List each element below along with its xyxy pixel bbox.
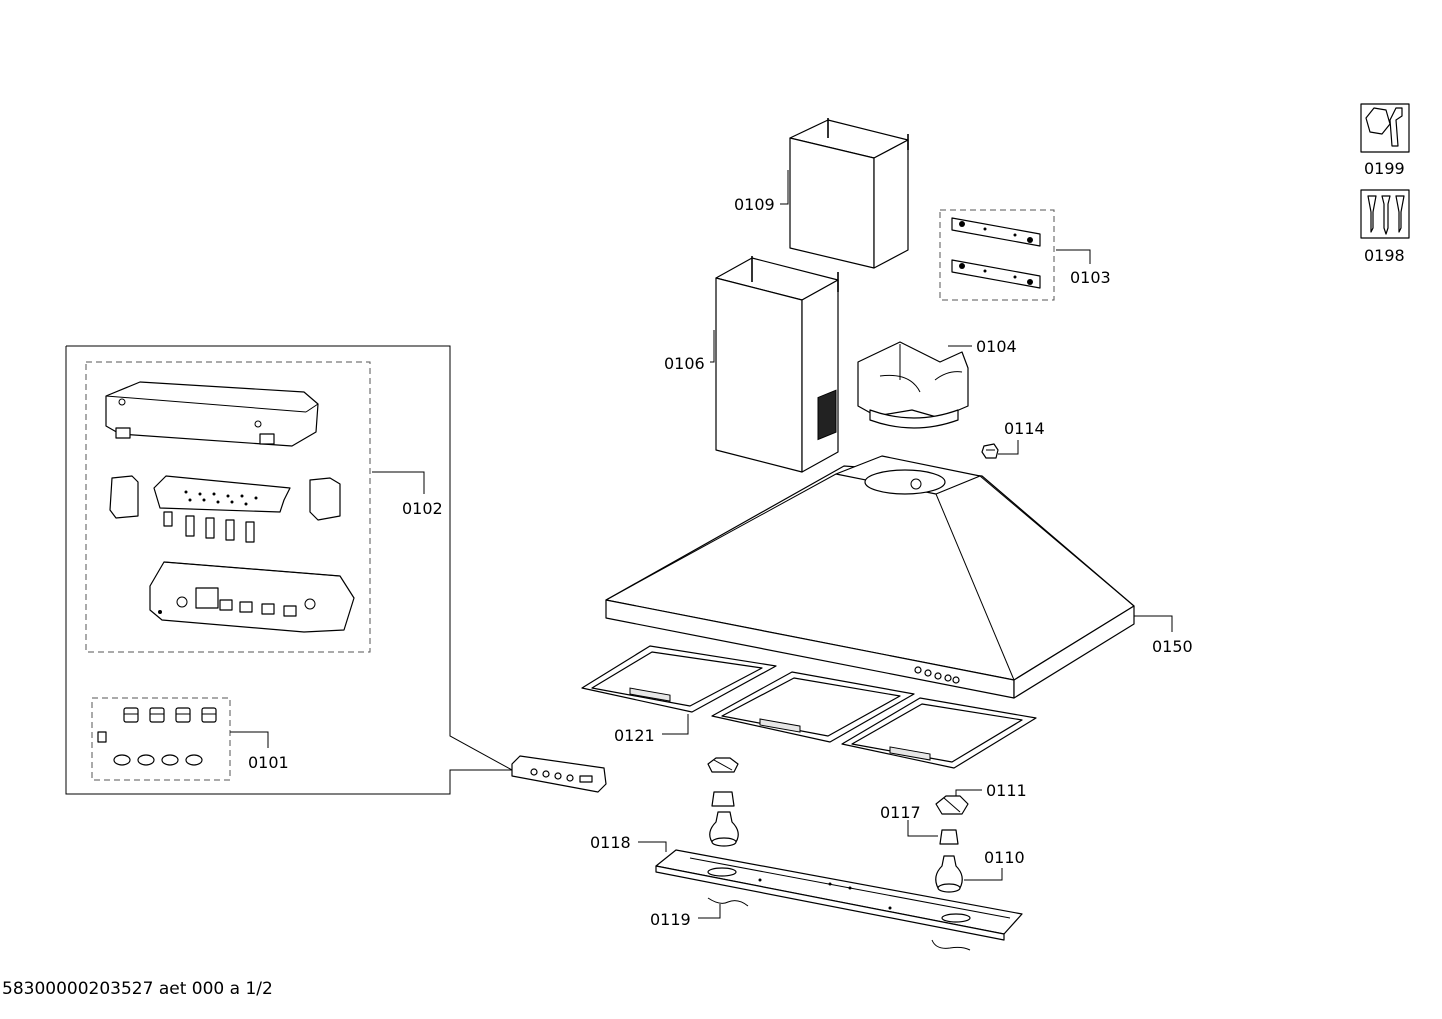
label-0199: 0199: [1364, 159, 1405, 178]
label-0117: 0117: [880, 803, 921, 822]
part-0106-lower-chimney[interactable]: [715, 256, 839, 473]
part-0117-lamp-socket-left[interactable]: [711, 791, 735, 807]
label-0101: 0101: [248, 753, 289, 772]
label-0150: 0150: [1152, 637, 1193, 656]
leader-0150: [1134, 615, 1173, 632]
document-id-footer: 58300000203527 aet 000 a 1/2: [2, 979, 273, 999]
part-0111-lamp-holder-left[interactable]: [707, 757, 739, 773]
leader-0119: [698, 904, 721, 919]
part-0117-lamp-socket[interactable]: [939, 829, 959, 845]
part-0121-grease-filters[interactable]: [581, 645, 1037, 769]
label-0121: 0121: [614, 726, 655, 745]
part-0101-knob-set[interactable]: [97, 707, 217, 766]
part-0119-cables[interactable]: [707, 897, 971, 951]
leader-0117: [907, 820, 938, 837]
part-0110-halogen-lamp[interactable]: [935, 855, 963, 893]
label-0110: 0110: [984, 848, 1025, 867]
label-0111: 0111: [986, 781, 1027, 800]
label-0106: 0106: [664, 354, 705, 373]
part-0104-air-outlet[interactable]: [857, 341, 969, 429]
part-0110-halogen-lamp-left[interactable]: [709, 811, 739, 847]
label-0198: 0198: [1364, 246, 1405, 265]
control-panel[interactable]: [511, 755, 607, 793]
part-0102-control-module[interactable]: [105, 381, 355, 633]
screws-icon: [1360, 189, 1410, 239]
leader-0114: [998, 440, 1019, 455]
label-0103: 0103: [1070, 268, 1111, 287]
part-0109-upper-chimney[interactable]: [789, 118, 909, 269]
label-0109: 0109: [734, 195, 775, 214]
part-0118-lamp-rail[interactable]: [655, 849, 1023, 941]
label-0119: 0119: [650, 910, 691, 929]
label-0102: 0102: [402, 499, 443, 518]
leader-0103: [1056, 249, 1091, 264]
leader-0110: [964, 868, 1003, 881]
wrench-nut-icon: [1360, 103, 1410, 153]
part-0150-hood-body[interactable]: [605, 455, 1135, 699]
leader-0118: [638, 841, 667, 852]
part-0114-clip[interactable]: [981, 443, 999, 459]
leader-0121: [662, 714, 689, 735]
leader-0109: [780, 170, 789, 205]
label-0104: 0104: [976, 337, 1017, 356]
control-module-callout: [65, 345, 513, 795]
leader-0106: [710, 330, 715, 363]
part-0103-mounting-brackets[interactable]: [939, 209, 1055, 301]
label-0114: 0114: [1004, 419, 1045, 438]
label-0118: 0118: [590, 833, 631, 852]
part-0111-lamp-holder[interactable]: [935, 795, 969, 815]
leader-0101: [230, 731, 269, 748]
leader-0111: [955, 789, 982, 796]
leader-0102: [372, 471, 425, 494]
